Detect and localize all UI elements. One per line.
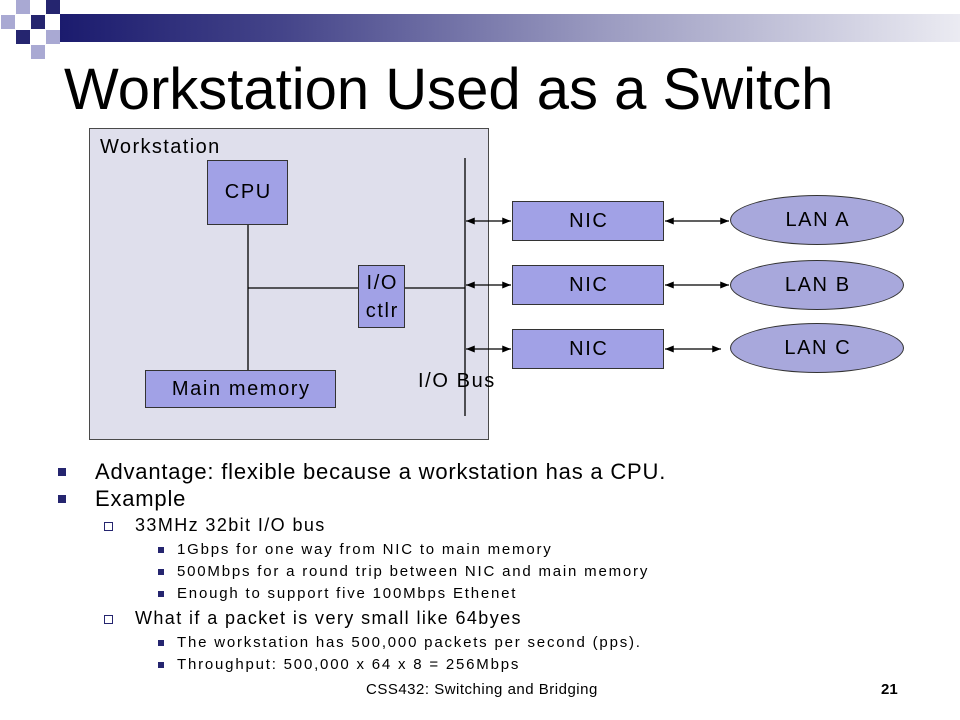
lan-label: LAN C [784, 336, 852, 359]
hollow-bullet-marker [104, 521, 113, 531]
bullet-list: Advantage: flexible because a workstatio… [0, 458, 960, 676]
small-bullet-marker [158, 547, 164, 553]
small-bullet-marker [158, 640, 164, 646]
corner-square-decoration [31, 15, 45, 29]
sub-bullet-item: What if a packet is very small like 64by… [0, 605, 960, 632]
io-controller-label-line1: I/O [366, 271, 399, 294]
sub-sub-bullet-item: The workstation has 500,000 packets per … [0, 632, 960, 654]
sub-sub-bullet-text: The workstation has 500,000 packets per … [177, 634, 642, 651]
lan-a-ellipse: LAN A [730, 195, 904, 245]
io-controller-label-line2: ctlr [365, 299, 399, 322]
corner-square-decoration [16, 30, 30, 44]
io-bus-label: I/O Bus [418, 370, 496, 392]
corner-square-decoration [46, 0, 60, 14]
corner-square-decoration [46, 30, 60, 44]
title-bar-decoration [60, 14, 960, 42]
sub-sub-bullet-item: 1Gbps for one way from NIC to main memor… [0, 539, 960, 561]
sub-sub-bullet-text: 1Gbps for one way from NIC to main memor… [177, 541, 553, 558]
sub-sub-bullet-item: 500Mbps for a round trip between NIC and… [0, 561, 960, 583]
nic-label: NIC [569, 209, 609, 232]
corner-square-decoration [31, 45, 45, 59]
bullet-marker [58, 467, 66, 476]
bullet-text: Advantage: flexible because a workstatio… [95, 459, 667, 484]
slide-title: Workstation Used as a Switch [64, 57, 834, 122]
small-bullet-marker [158, 591, 164, 597]
workstation-label: Workstation [100, 136, 221, 158]
bullet-text: Example [95, 486, 187, 511]
bullet-item: Example [0, 485, 960, 512]
lan-label: LAN B [784, 273, 851, 296]
lan-b-ellipse: LAN B [730, 260, 904, 310]
slide-footer: CSS432: Switching and Bridging [366, 681, 598, 698]
sub-sub-bullet-text: 500Mbps for a round trip between NIC and… [177, 563, 650, 580]
corner-square-decoration [16, 0, 30, 14]
nic-box: NIC [512, 201, 664, 241]
lan-c-ellipse: LAN C [730, 323, 904, 373]
small-bullet-marker [158, 569, 164, 575]
sub-sub-bullet-text: Enough to support five 100Mbps Ethenet [177, 585, 518, 602]
lan-label: LAN A [785, 208, 851, 231]
main-memory-box: Main memory [145, 370, 336, 408]
hollow-bullet-marker [104, 614, 113, 624]
sub-bullet-text: What if a packet is very small like 64by… [135, 608, 522, 628]
cpu-label: CPU [224, 181, 272, 203]
bullet-marker [58, 494, 66, 503]
nic-label: NIC [569, 337, 609, 360]
nic-box: NIC [512, 329, 664, 369]
sub-sub-bullet-text: Throughput: 500,000 x 64 x 8 = 256Mbps [177, 656, 521, 673]
cpu-box: CPU [207, 160, 288, 225]
sub-bullet-text: 33MHz 32bit I/O bus [135, 515, 326, 535]
sub-bullet-item: 33MHz 32bit I/O bus [0, 512, 960, 539]
nic-label: NIC [569, 273, 609, 296]
corner-square-decoration [1, 15, 15, 29]
slide-number: 21 [881, 681, 898, 698]
nic-box: NIC [512, 265, 664, 305]
sub-sub-bullet-item: Enough to support five 100Mbps Ethenet [0, 583, 960, 605]
small-bullet-marker [158, 662, 164, 668]
sub-sub-bullet-item: Throughput: 500,000 x 64 x 8 = 256Mbps [0, 654, 960, 676]
io-controller-box: I/O ctlr [358, 265, 405, 328]
main-memory-label: Main memory [171, 377, 311, 400]
bullet-item: Advantage: flexible because a workstatio… [0, 458, 960, 485]
